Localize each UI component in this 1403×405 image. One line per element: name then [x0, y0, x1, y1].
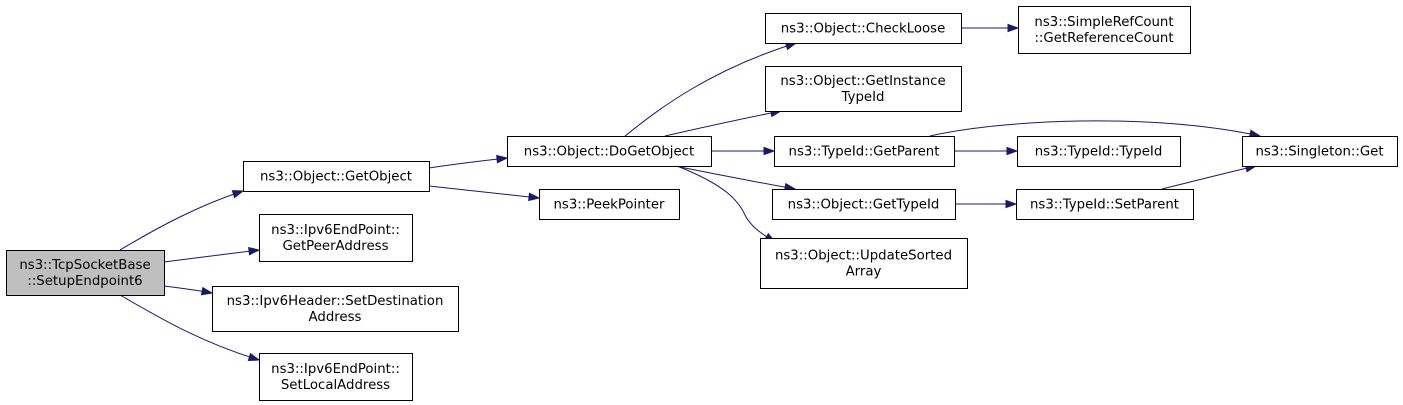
arrowhead-icon [1007, 23, 1020, 33]
node-box [765, 13, 962, 44]
node-box [774, 136, 955, 167]
node-label: ns3::TypeId::TypeId [1035, 145, 1163, 160]
node-box [259, 214, 413, 262]
edge-line [119, 294, 260, 361]
function-nodes: ns3::TcpSocketBase::SetupEndpoint6 ns3::O… [6, 6, 1398, 401]
node-box [6, 250, 165, 296]
node-label: ns3::TcpSocketBase [19, 258, 150, 273]
edge-tcp-to-setlocal [119, 294, 261, 362]
node-label: ns3::Object::UpdateSorted [775, 249, 952, 264]
arrowhead-icon [247, 352, 261, 362]
node-setlocal[interactable]: ns3::Ipv6EndPoint::SetLocalAddress [259, 353, 413, 401]
node-peeraddr[interactable]: ns3::Ipv6EndPoint::GetPeerAddress [259, 214, 413, 262]
node-setparent[interactable]: ns3::TypeId::SetParent [1016, 189, 1194, 220]
arrowhead-icon [1005, 199, 1018, 209]
node-label: ns3::Object::GetInstance [780, 74, 945, 89]
node-refcount[interactable]: ns3::SimpleRefCount::GetReferenceCount [1018, 6, 1191, 54]
node-box [772, 189, 956, 220]
node-box [1018, 6, 1191, 54]
node-typeidctor[interactable]: ns3::TypeId::TypeId [1017, 136, 1181, 167]
edge-line [676, 165, 776, 243]
node-label: TypeId [841, 90, 885, 105]
edge-getobj-to-dogetobj [428, 154, 509, 169]
edge-getparent-to-typeidctor [954, 146, 1019, 156]
edge-setparent-to-singleton [1161, 164, 1258, 190]
node-box [243, 161, 430, 192]
node-label: ns3::SimpleRefCount [1034, 15, 1173, 30]
node-label: GetPeerAddress [282, 239, 388, 254]
edge-line [664, 110, 782, 137]
arrowhead-icon [231, 190, 245, 199]
edge-tcp-to-setdest [163, 285, 214, 296]
arrowhead-icon [200, 286, 214, 296]
edge-line [624, 42, 797, 137]
edge-dogetobj-to-updsorted [676, 165, 777, 243]
node-label: ns3::Object::DoGetObject [524, 145, 694, 160]
arrowhead-icon [496, 154, 509, 164]
edge-gettypeid-to-setparent [955, 199, 1018, 209]
node-singleton[interactable]: ns3::Singleton::Get [1242, 136, 1398, 167]
edge-line [163, 249, 260, 263]
edge-checkloose-to-refcount [961, 23, 1020, 33]
edge-line [929, 120, 1261, 137]
edge-line [1161, 165, 1257, 190]
node-label: ::GetReferenceCount [1034, 31, 1173, 46]
arrowhead-icon [248, 246, 261, 256]
node-box [1242, 136, 1398, 167]
edge-dogetobj-to-checkloose [624, 42, 798, 137]
node-getparent[interactable]: ns3::TypeId::GetParent [774, 136, 955, 167]
edge-tcp-to-getobj [119, 190, 245, 251]
node-box [212, 286, 459, 332]
node-peekptr[interactable]: ns3::PeekPointer [539, 189, 680, 220]
edge-line [119, 190, 244, 251]
node-label: ::SetupEndpoint6 [27, 274, 142, 289]
node-dogetobj[interactable]: ns3::Object::DoGetObject [507, 136, 712, 167]
node-box [539, 189, 680, 220]
node-label: ns3::Singleton::Get [1255, 145, 1383, 160]
edge-dogetobj-to-gettypeid [674, 165, 797, 192]
node-label: ns3::Ipv6EndPoint:: [271, 362, 400, 377]
node-box [765, 66, 962, 112]
node-label: ns3::TypeId::SetParent [1030, 198, 1179, 213]
node-tcp[interactable]: ns3::TcpSocketBase::SetupEndpoint6 [6, 250, 165, 296]
node-box [760, 238, 968, 289]
node-box [507, 136, 712, 167]
node-checkloose[interactable]: ns3::Object::CheckLoose [765, 13, 962, 44]
node-label: Address [309, 310, 362, 325]
node-box [1016, 189, 1194, 220]
call-edges [119, 23, 1262, 362]
node-label: ns3::Ipv6EndPoint:: [271, 223, 400, 238]
node-gettypeid[interactable]: ns3::Object::GetTypeId [772, 189, 956, 220]
arrowhead-icon [528, 192, 541, 202]
edge-dogetobj-to-getparent [711, 146, 776, 156]
node-label: ns3::Object::GetObject [260, 170, 412, 185]
edge-tcp-to-peeraddr [163, 246, 261, 263]
edge-getobj-to-peekptr [428, 185, 541, 202]
edge-getparent-to-singleton [929, 120, 1262, 138]
node-box [259, 353, 413, 401]
node-label: ns3::TypeId::GetParent [789, 145, 940, 160]
node-label: ns3::Object::CheckLoose [781, 22, 946, 37]
node-box [1017, 136, 1181, 167]
node-label: Array [846, 265, 882, 280]
edge-line [674, 165, 796, 190]
node-label: ns3::Object::GetTypeId [788, 198, 940, 213]
edge-dogetobj-to-getinst [664, 108, 783, 137]
node-getobj[interactable]: ns3::Object::GetObject [243, 161, 430, 192]
node-label: SetLocalAddress [281, 378, 390, 393]
edge-line [428, 185, 540, 199]
arrowhead-icon [1006, 146, 1019, 156]
edge-line [428, 157, 508, 169]
node-label: ns3::PeekPointer [553, 198, 665, 213]
node-label: ns3::Ipv6Header::SetDestination [227, 294, 444, 309]
arrowhead-icon [763, 146, 776, 156]
